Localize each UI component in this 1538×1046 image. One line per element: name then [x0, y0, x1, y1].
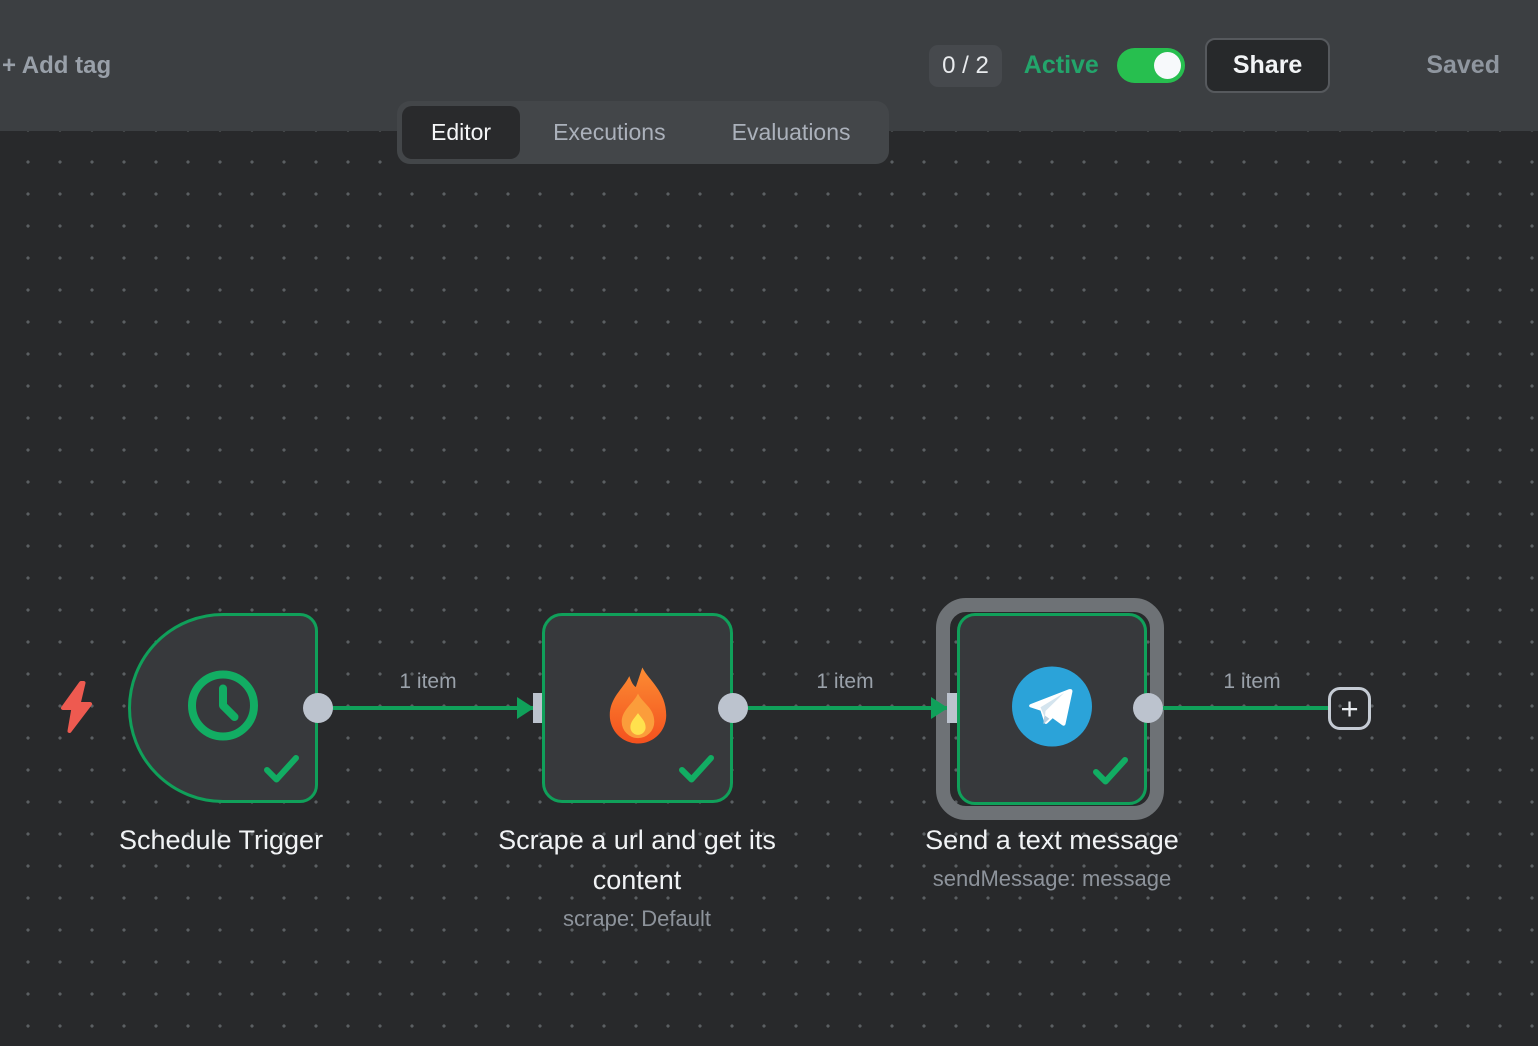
workflow-canvas[interactable]: 1 item 1 item 1 item Schedule Trigger: [0, 131, 1538, 1046]
connection-arrow-icon: [517, 697, 534, 719]
save-status: Saved: [1426, 51, 1500, 79]
node-title: Send a text message sendMessage: message: [832, 820, 1272, 893]
add-node-button[interactable]: +: [1328, 687, 1371, 730]
output-connector[interactable]: [303, 693, 333, 723]
view-tabs: Editor Executions Evaluations: [397, 101, 889, 164]
node-title: Scrape a url and get its content scrape:…: [452, 820, 822, 933]
share-button[interactable]: Share: [1204, 38, 1331, 93]
output-connector[interactable]: [1133, 693, 1163, 723]
node-title-text: Scrape a url and get its content: [498, 825, 776, 895]
clock-icon: [185, 668, 261, 749]
connection-line[interactable]: [318, 706, 536, 710]
connection-items-label: 1 item: [399, 670, 457, 693]
connection-arrow-icon: [931, 697, 948, 719]
telegram-icon: [1012, 666, 1092, 752]
tab-evaluations[interactable]: Evaluations: [731, 119, 851, 145]
add-tag-button[interactable]: + Add tag: [2, 51, 112, 79]
toggle-knob-icon: [1153, 52, 1181, 79]
tab-editor[interactable]: Editor: [402, 106, 521, 159]
active-toggle[interactable]: [1116, 48, 1185, 83]
connection-items-label: 1 item: [1223, 670, 1281, 693]
active-nodes-counter: 0 / 2: [929, 44, 1002, 87]
connection-line[interactable]: [733, 706, 948, 710]
tab-executions[interactable]: Executions: [553, 119, 666, 145]
node-schedule-trigger[interactable]: [128, 613, 318, 803]
success-check-icon: [678, 754, 715, 789]
success-check-icon: [1092, 756, 1129, 791]
node-subtitle: sendMessage: message: [932, 866, 1172, 891]
node-title: Schedule Trigger: [118, 825, 324, 855]
node-title-text: Send a text message: [925, 825, 1179, 855]
lightning-icon: [56, 680, 96, 739]
active-label: Active: [1023, 51, 1099, 79]
node-scrape-url[interactable]: [542, 613, 733, 803]
node-subtitle: scrape: Default: [563, 906, 711, 931]
connection-line[interactable]: [1148, 706, 1331, 710]
output-connector[interactable]: [718, 693, 748, 723]
success-check-icon: [263, 754, 300, 789]
connection-items-label: 1 item: [816, 670, 874, 693]
node-send-text-message[interactable]: [957, 613, 1147, 805]
topbar-actions: 0 / 2 Active Share Saved: [929, 38, 1500, 93]
fire-icon: [605, 667, 671, 749]
